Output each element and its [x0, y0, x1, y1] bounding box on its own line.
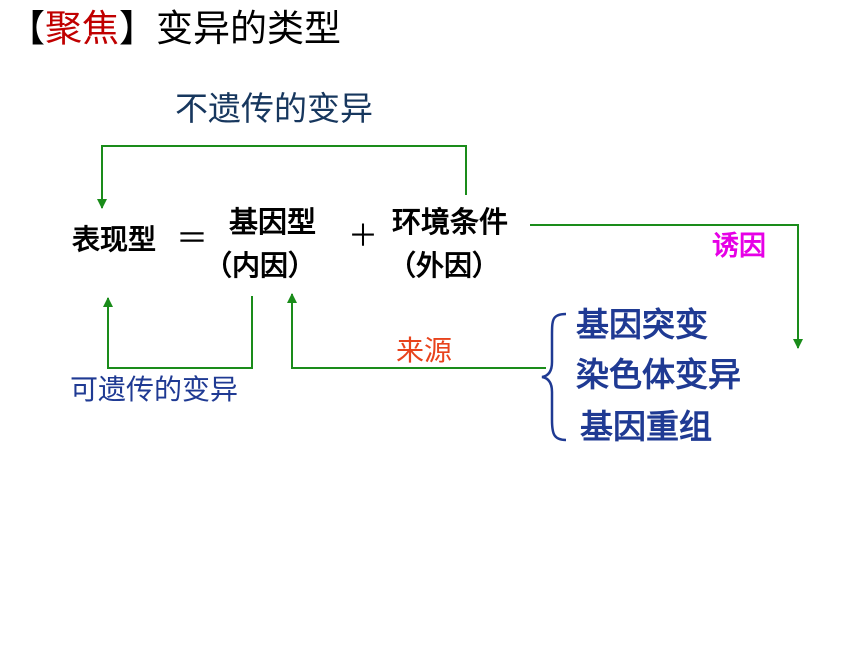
title-text: 变异的类型 [156, 7, 341, 50]
non-heritable-arrow [97, 145, 467, 209]
equals-sign: ＝ [176, 219, 209, 257]
induce-arrow [530, 224, 803, 349]
sources-brace [541, 312, 567, 442]
phenotype-label: 表现型 [72, 223, 157, 256]
source-label: 来源 [396, 334, 453, 367]
source-item-chromosome-variation: 染色体变异 [576, 355, 741, 394]
internal-cause-label: （内因） [204, 249, 317, 282]
source-arrow [287, 293, 546, 369]
heritable-label: 可遗传的变异 [70, 373, 239, 406]
plus-sign: ＋ [348, 219, 378, 254]
non-heritable-label: 不遗传的变异 [175, 89, 373, 128]
heritable-arrow [103, 296, 253, 369]
external-cause-label: （外因） [388, 249, 501, 282]
page-title: 【聚焦】变异的类型 [8, 10, 341, 47]
environment-label: 环境条件 [392, 205, 509, 239]
source-item-gene-mutation: 基因突变 [576, 305, 708, 344]
induce-label: 诱因 [712, 231, 766, 262]
genotype-label: 基因型 [229, 205, 317, 239]
title-bracket-close: 】 [119, 7, 156, 50]
title-keyword: 聚焦 [45, 7, 119, 50]
title-bracket-open: 【 [8, 7, 45, 50]
source-item-gene-recombination: 基因重组 [580, 407, 712, 446]
